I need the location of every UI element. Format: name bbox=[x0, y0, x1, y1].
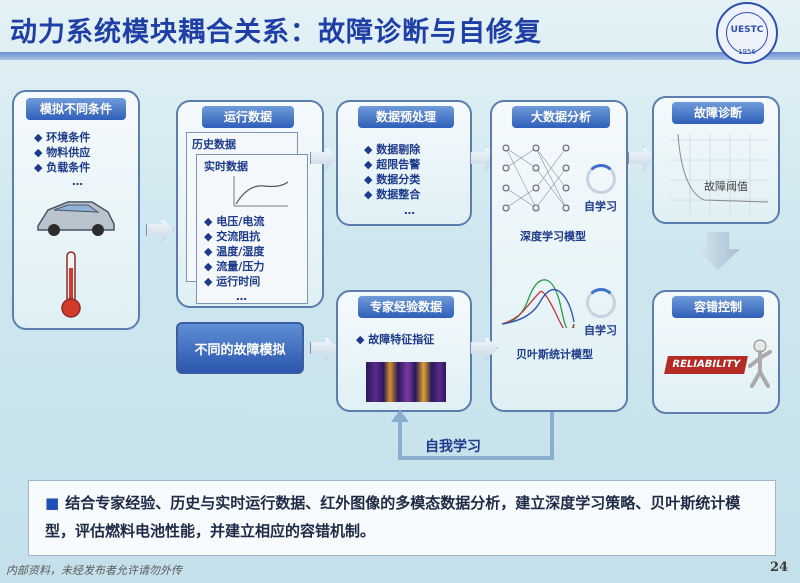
realtime-data-label: 实时数据 bbox=[204, 160, 248, 173]
conditions-list: 环境条件 物料供应 负载条件 bbox=[34, 130, 90, 175]
preprocess-more: … bbox=[404, 204, 415, 217]
feedback-loop-line bbox=[398, 412, 554, 460]
realtime-curve-icon bbox=[233, 176, 289, 207]
run-data-panel: 运行数据 历史数据 实时数据 电压/电流 交流阻抗 温度/湿度 流量/压力 运行… bbox=[176, 100, 324, 308]
self-learn-cycle-icon bbox=[586, 164, 616, 194]
car-icon bbox=[37, 201, 115, 236]
list-item: 电压/电流 bbox=[204, 214, 264, 229]
person-figure-icon bbox=[748, 339, 772, 388]
expert-header: 专家经验数据 bbox=[358, 296, 454, 318]
fault-tolerance-header: 容错控制 bbox=[672, 296, 764, 318]
arrow-right-icon bbox=[310, 336, 338, 360]
list-item: 超限告警 bbox=[364, 157, 420, 172]
diagnosis-header: 故障诊断 bbox=[672, 102, 764, 124]
threshold-label: 故障阈值 bbox=[704, 180, 748, 193]
list-item: 温度/湿度 bbox=[204, 244, 264, 259]
run-data-header: 运行数据 bbox=[202, 106, 294, 128]
summary-box: ■结合专家经验、历史与实时运行数据、红外图像的多模态数据分析，建立深度学习策略、… bbox=[28, 480, 776, 556]
conditions-panel: 模拟不同条件 环境条件 物料供应 负载条件 … bbox=[12, 90, 140, 330]
fault-sim-box: 不同的故障模拟 bbox=[176, 322, 304, 374]
footer-note: 内部资料，未经发布者允许请勿外传 bbox=[6, 564, 182, 577]
arrow-right-icon bbox=[146, 218, 174, 242]
history-data-label: 历史数据 bbox=[192, 138, 236, 151]
fault-tolerance-panel: 容错控制 RELIABILITY bbox=[652, 290, 780, 414]
conditions-header: 模拟不同条件 bbox=[26, 98, 126, 120]
university-logo: UESTC 1956 bbox=[716, 2, 778, 64]
list-item: 数据分类 bbox=[364, 172, 420, 187]
list-item: 交流阻抗 bbox=[204, 229, 264, 244]
expert-list: 故障特征指征 bbox=[356, 332, 434, 347]
preprocess-list: 数据剔除 超限告警 数据分类 数据整合 bbox=[364, 142, 420, 202]
list-item: 运行时间 bbox=[204, 274, 264, 289]
fault-sim-label: 不同的故障模拟 bbox=[194, 343, 286, 358]
infrared-image bbox=[366, 362, 446, 402]
self-learn-label: 自学习 bbox=[584, 324, 617, 337]
summary-content: 结合专家经验、历史与实时运行数据、红外图像的多模态数据分析，建立深度学习策略、贝… bbox=[45, 494, 741, 540]
bayes-distribution-icon bbox=[501, 279, 575, 328]
deep-model-label: 深度学习模型 bbox=[520, 230, 586, 243]
threshold-chart-icon bbox=[670, 133, 769, 214]
diagnosis-panel: 故障诊断 故障阈值 bbox=[652, 96, 780, 224]
page-title: 动力系统模块耦合关系：故障诊断与自修复 bbox=[10, 17, 542, 48]
bullet-square-icon: ■ bbox=[45, 494, 60, 512]
reliability-badge: RELIABILITY bbox=[664, 356, 748, 374]
preprocess-header: 数据预处理 bbox=[358, 106, 454, 128]
expert-panel: 专家经验数据 故障特征指征 bbox=[336, 290, 472, 412]
thermometer-icon bbox=[61, 251, 81, 318]
summary-text: ■结合专家经验、历史与实时运行数据、红外图像的多模态数据分析，建立深度学习策略、… bbox=[45, 489, 765, 545]
logo-ring bbox=[726, 12, 768, 54]
conditions-more: … bbox=[72, 175, 83, 188]
list-item: 环境条件 bbox=[34, 130, 90, 145]
self-learn-label: 自学习 bbox=[584, 200, 617, 213]
list-item: 故障特征指征 bbox=[356, 332, 434, 347]
self-learn-cycle-icon bbox=[586, 288, 616, 318]
arrow-down-icon bbox=[696, 232, 740, 270]
bigdata-header: 大数据分析 bbox=[512, 106, 610, 128]
neural-network-icon bbox=[502, 144, 570, 212]
list-item: 数据整合 bbox=[364, 187, 420, 202]
title-underline bbox=[0, 52, 800, 60]
page-number: 24 bbox=[770, 560, 789, 575]
run-data-more: … bbox=[236, 290, 247, 303]
preprocess-panel: 数据预处理 数据剔除 超限告警 数据分类 数据整合 … bbox=[336, 100, 472, 226]
list-item: 流量/压力 bbox=[204, 259, 264, 274]
bayes-model-label: 贝叶斯统计模型 bbox=[516, 348, 593, 361]
list-item: 物料供应 bbox=[34, 145, 90, 160]
logo-text: UESTC bbox=[730, 25, 764, 35]
bigdata-panel: 大数据分析 自学习 深度学习模型 自学习 贝叶斯统计模型 bbox=[490, 100, 628, 412]
run-data-list: 电压/电流 交流阻抗 温度/湿度 流量/压力 运行时间 bbox=[204, 214, 264, 289]
list-item: 数据剔除 bbox=[364, 142, 420, 157]
list-item: 负载条件 bbox=[34, 160, 90, 175]
self-learning-label: 自我学习 bbox=[425, 439, 481, 455]
logo-year: 1956 bbox=[738, 48, 756, 56]
